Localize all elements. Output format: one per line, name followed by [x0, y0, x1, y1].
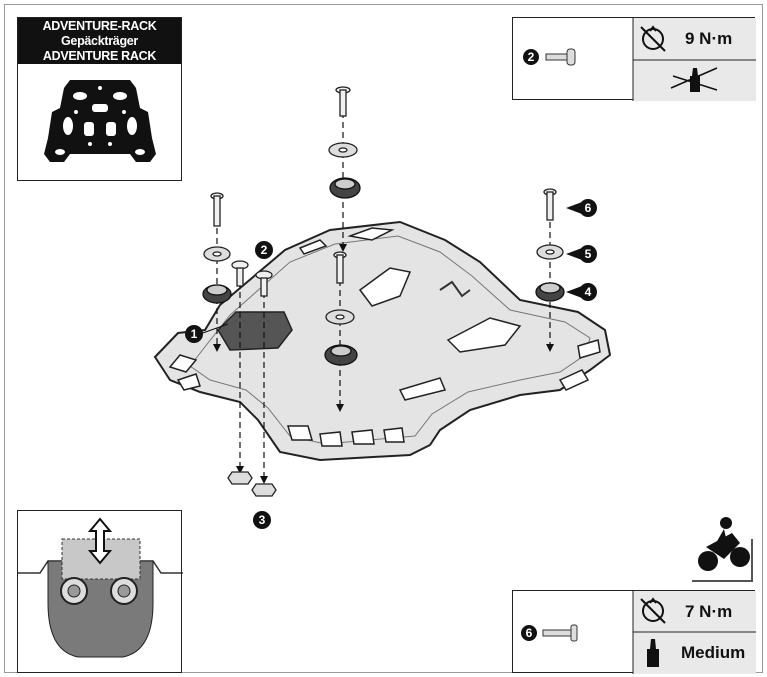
torque-spec-box-top-art: 2: [523, 18, 756, 101]
svg-text:2: 2: [261, 243, 268, 257]
washers-5: [203, 142, 564, 325]
callout-4: 4: [566, 283, 597, 301]
rack-title-line1: ADVENTURE-RACK Gepäckträger: [42, 19, 157, 48]
bolts-2: [231, 260, 273, 297]
torque-value-top: 9 N·m: [685, 29, 733, 48]
torque-spec-box-bottom-art: 6: [521, 591, 756, 674]
svg-text:5: 5: [585, 247, 592, 261]
no-threadlocker-icon: [670, 67, 718, 92]
adapter-plate: [217, 311, 293, 351]
rack-thumbnail-box: ADVENTURE-RACK Gepäckträger ADVENTURE RA…: [17, 17, 182, 181]
rack-title-line2: ADVENTURE RACK: [42, 49, 157, 63]
torque-spec-box-bottom: 6 7 N·m Medium: [512, 590, 756, 674]
torque-wrench-icon: [640, 597, 666, 624]
callout-2: 2: [255, 241, 273, 259]
assembly-arrows: [213, 244, 554, 484]
adjust-arrow-icon: [87, 517, 113, 565]
adapter-detail-illustration: [18, 517, 183, 658]
bolt-6-icon: [542, 624, 578, 642]
dampers-4: [202, 177, 565, 366]
page-frame: [4, 4, 763, 673]
torque-value-bottom: 7 N·m: [685, 602, 733, 621]
torque-wrench-icon: [640, 25, 666, 52]
callout-5: 5: [566, 245, 597, 263]
rack-plate: [153, 220, 612, 462]
nuts-3: [227, 471, 277, 497]
svg-text:4: 4: [585, 285, 592, 299]
callout-6: 6: [566, 199, 597, 217]
torque-spec-box-top: 2 9 N·m: [512, 17, 756, 101]
callout-6-small: 6: [526, 626, 533, 640]
svg-text:3: 3: [259, 513, 266, 527]
bolt-2-icon: [545, 48, 576, 66]
bolts-6: [210, 86, 557, 284]
callout-1: 1: [185, 323, 229, 343]
rack-title: ADVENTURE-RACK Gepäckträger ADVENTURE RA…: [18, 18, 181, 64]
threadlocker-bottle-icon: [647, 639, 659, 667]
threadlock-strength: Medium: [681, 643, 746, 662]
rack-thumbnail-illustration: [44, 80, 156, 162]
svg-text:1: 1: [191, 327, 198, 341]
callout-2-small: 2: [528, 50, 535, 64]
svg-text:6: 6: [585, 201, 592, 215]
callout-3: 3: [253, 511, 271, 529]
adapter-detail-box: [17, 510, 183, 673]
